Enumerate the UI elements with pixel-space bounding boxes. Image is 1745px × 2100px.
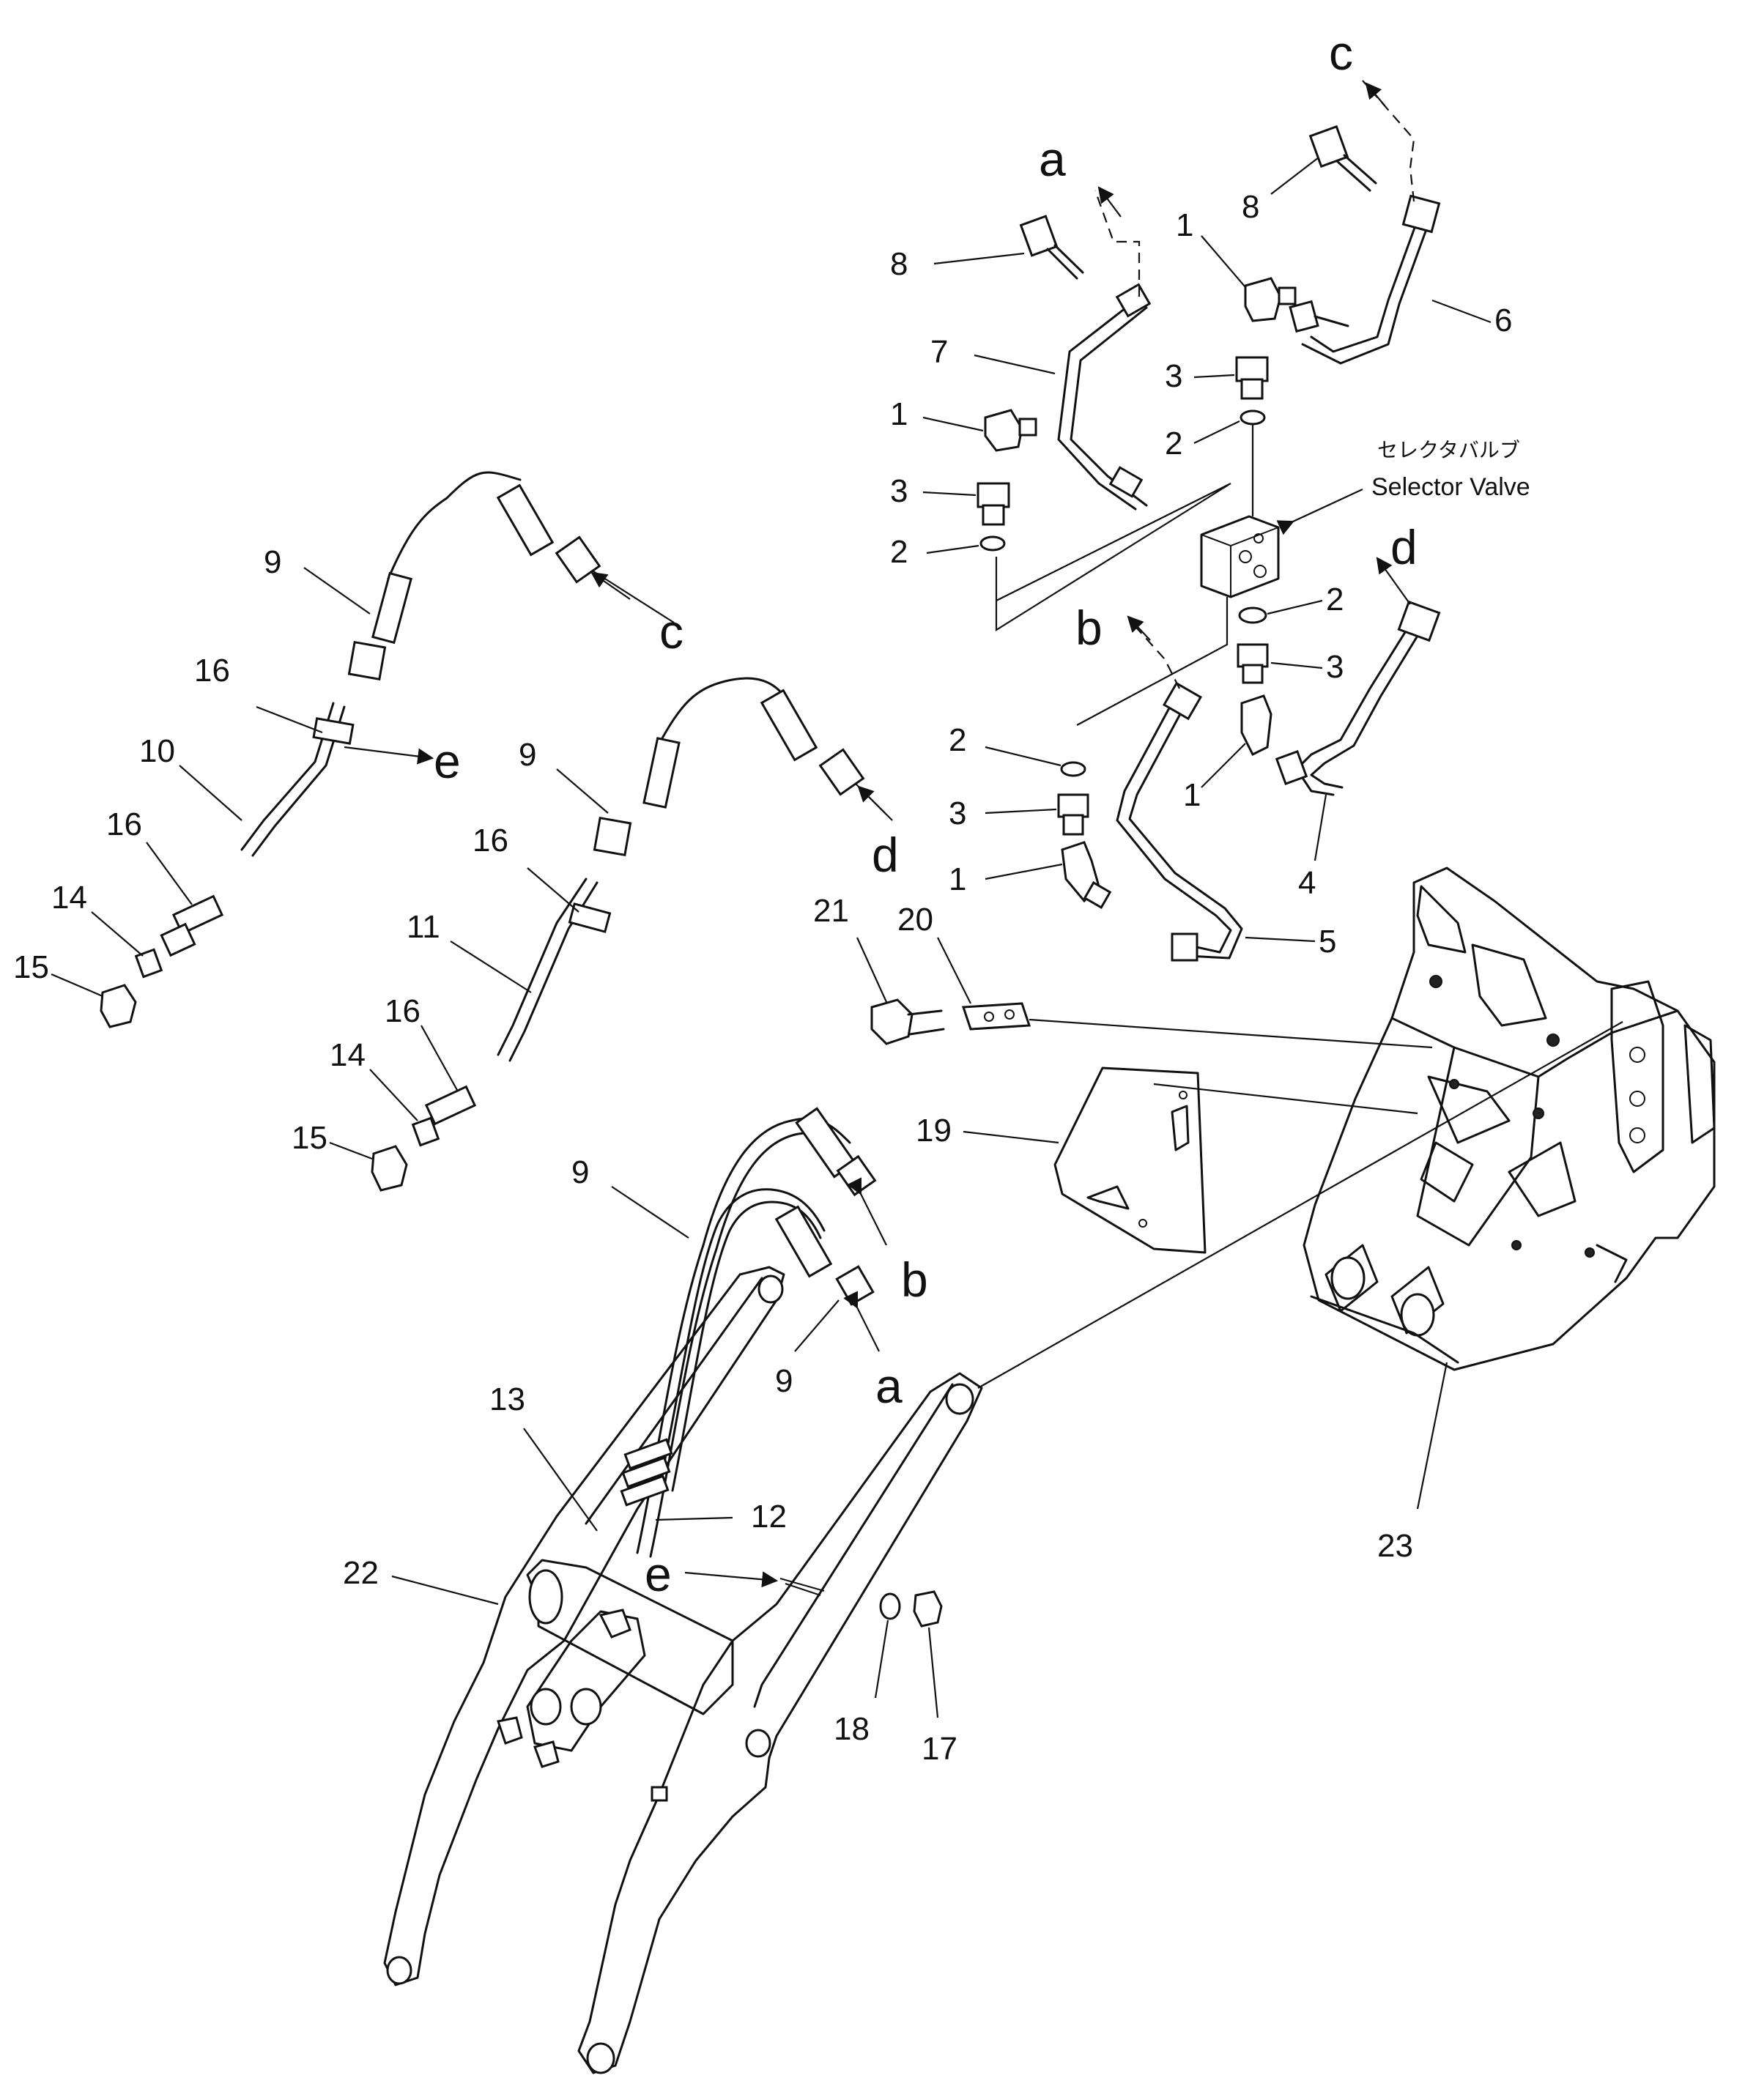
- label-3-right: 3: [1326, 649, 1344, 685]
- label-14-left: 14: [51, 880, 87, 916]
- hose-9-upper: [347, 471, 601, 681]
- label-11: 11: [407, 909, 440, 945]
- label-9-lower-right: 9: [775, 1363, 793, 1399]
- connector-a-line: [1094, 190, 1141, 297]
- elbow-1-top: [1244, 277, 1297, 322]
- oring-2-lower: [1060, 761, 1086, 777]
- label-9-upper: 9: [264, 544, 281, 580]
- label-16-a: 16: [194, 653, 230, 689]
- label-9-lower-left: 9: [571, 1154, 589, 1190]
- label-13: 13: [489, 1381, 525, 1417]
- oring-2-left: [979, 535, 1006, 552]
- adapter-3-top: [1235, 356, 1269, 400]
- label-14-right: 14: [330, 1037, 366, 1073]
- label-7: 7: [930, 334, 948, 370]
- oring-2-top: [1240, 409, 1266, 426]
- connector-e-pipe: e: [434, 734, 461, 788]
- clamp-12: [620, 1438, 673, 1507]
- adapter-3-lower: [1057, 793, 1089, 836]
- hose-9-middle: [593, 677, 865, 857]
- connector-b-top: b: [1075, 601, 1103, 655]
- connector-d-hose: d: [872, 828, 899, 882]
- clamp-20-centerline: [1029, 1018, 1433, 1049]
- arm-22: [383, 1266, 983, 2074]
- connector-e-arm: e: [645, 1547, 672, 1601]
- elbow-1-lower: [1061, 841, 1112, 909]
- label-19: 19: [916, 1113, 952, 1149]
- cover-19-centerline: [1153, 1083, 1418, 1115]
- bolt-8-left: [1019, 215, 1084, 280]
- valve-centerline-left: [995, 483, 1231, 631]
- label-4: 4: [1298, 865, 1316, 901]
- selector-valve-block: [1200, 515, 1280, 598]
- label-10: 10: [139, 733, 175, 769]
- connector-a-top: a: [1039, 132, 1066, 186]
- label-2-left: 2: [890, 534, 908, 570]
- pipe-4: [1275, 600, 1441, 796]
- label-15-right: 15: [292, 1120, 327, 1156]
- connector-c-top: c: [1329, 26, 1353, 80]
- label-2-top: 2: [1165, 426, 1182, 461]
- hoses-9-lower: [636, 1107, 877, 1558]
- elbow-1-left: [984, 409, 1037, 452]
- label-8-right: 8: [1242, 189, 1259, 225]
- bolt-21: [870, 998, 945, 1045]
- pipe-11: [411, 878, 612, 1147]
- label-2-right: 2: [1326, 582, 1344, 617]
- nut-15-right: [371, 1145, 408, 1192]
- cover-19: [1053, 1066, 1207, 1254]
- valve-centerline-bottom: [1076, 597, 1229, 726]
- label-8-left: 8: [890, 246, 908, 282]
- selector-valve-label-jp: セレクタバルブ: [1377, 438, 1520, 462]
- label-21: 21: [813, 893, 849, 929]
- selector-valve-leader: [1276, 489, 1363, 535]
- pipe-10: [160, 702, 355, 957]
- label-22: 22: [343, 1555, 379, 1591]
- pipe-6: [1289, 194, 1441, 365]
- label-18: 18: [834, 1711, 870, 1747]
- label-1-top: 1: [1176, 207, 1193, 243]
- label-6: 6: [1494, 303, 1512, 338]
- label-3-top: 3: [1165, 358, 1182, 394]
- frame-23: [1303, 867, 1716, 1371]
- label-23: 23: [1377, 1528, 1413, 1564]
- pipe-7: [1057, 283, 1152, 511]
- label-20: 20: [897, 902, 933, 938]
- adapter-3-left: [977, 482, 1010, 526]
- connector-a-hose: a: [875, 1359, 903, 1413]
- label-16-b: 16: [106, 806, 142, 842]
- connector-b-line: [1131, 622, 1180, 689]
- bolt-8-right: [1308, 125, 1377, 192]
- washer-18: [879, 1592, 901, 1620]
- elbow-1-right: [1240, 694, 1272, 757]
- connector-c-line: [1362, 80, 1415, 202]
- connector-b-hose: b: [901, 1253, 928, 1307]
- connector-c-hose: c: [659, 604, 683, 658]
- label-3-lower: 3: [949, 795, 966, 831]
- label-1-left: 1: [890, 396, 908, 432]
- nut-17: [913, 1590, 943, 1628]
- nut-15-left: [100, 984, 137, 1028]
- label-1-lower: 1: [949, 861, 966, 897]
- adapter-3-right: [1237, 643, 1269, 684]
- label-2-lower: 2: [949, 722, 966, 758]
- oring-2-right: [1238, 606, 1267, 624]
- connector-d-top: d: [1390, 520, 1418, 574]
- label-1-right: 1: [1183, 777, 1201, 813]
- label-9-middle: 9: [519, 737, 536, 773]
- label-5: 5: [1319, 924, 1336, 960]
- selector-valve-label-en: Selector Valve: [1371, 473, 1530, 501]
- label-15-left: 15: [13, 949, 49, 985]
- label-16-c: 16: [473, 823, 508, 858]
- label-3-left: 3: [890, 473, 908, 509]
- label-16-d: 16: [385, 993, 420, 1029]
- label-12: 12: [751, 1499, 787, 1535]
- mark-e-on-arm: [779, 1578, 825, 1596]
- label-17: 17: [922, 1731, 957, 1767]
- arm-frame-centerline: [977, 1021, 1623, 1389]
- pipe-5: [1116, 681, 1243, 962]
- clamp-20: [961, 1002, 1031, 1031]
